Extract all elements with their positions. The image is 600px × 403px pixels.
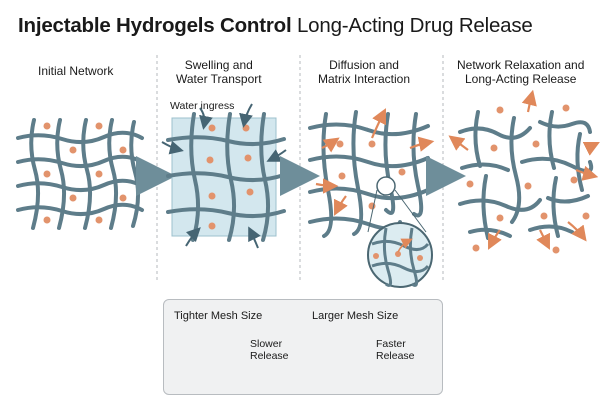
title-bold: Injectable Hydrogels Control [18, 14, 292, 37]
relaxed-network [458, 110, 594, 240]
initial-network [16, 118, 144, 230]
diffusion-arrows [315, 108, 435, 216]
initial-drug-particles [43, 122, 127, 224]
diffusion-drug-particles [334, 140, 406, 212]
title-regular: Long-Acting Drug Release [296, 14, 533, 37]
legend-large-title: Larger Mesh Size [312, 310, 399, 322]
legend-tight-title: Tighter Mesh Size [174, 310, 263, 322]
release-arrows [448, 89, 600, 250]
released-drug-particles [466, 104, 590, 254]
swollen-network [166, 112, 286, 242]
diagram-title: Injectable Hydrogels Control Long-Acting… [18, 14, 533, 38]
legend-box [163, 299, 443, 395]
diffusion-network [308, 110, 430, 238]
magnified-inset [367, 176, 433, 288]
swollen-drug-particles [206, 124, 254, 230]
water-ingress-arrows [161, 103, 287, 249]
water-ingress-label: Water ingress [170, 100, 235, 112]
stage-label-initial-network: Initial Network [38, 64, 114, 78]
